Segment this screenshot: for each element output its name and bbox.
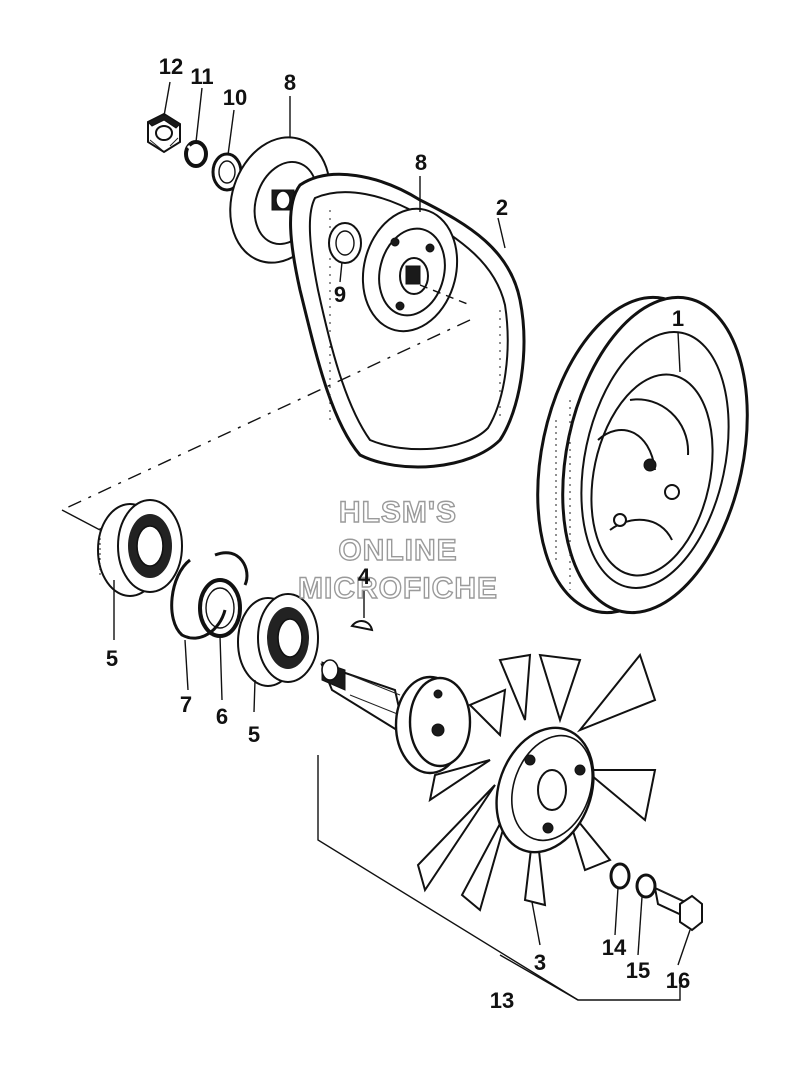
callout-5-right: 5 bbox=[248, 722, 260, 747]
callout-labels: 12 11 10 8 8 2 9 1 4 5 7 6 5 3 14 15 16 … bbox=[106, 54, 690, 1013]
fan-hub-flange[interactable] bbox=[394, 675, 472, 775]
callout-5-left: 5 bbox=[106, 646, 118, 671]
callout-9: 9 bbox=[334, 282, 346, 307]
callout-4: 4 bbox=[358, 564, 371, 589]
callout-7: 7 bbox=[180, 692, 192, 717]
callout-10: 10 bbox=[223, 85, 247, 110]
part-6-spacer-ring[interactable] bbox=[198, 578, 242, 638]
part-12-hex-nut[interactable] bbox=[147, 112, 181, 154]
part-16-bolt[interactable] bbox=[653, 886, 703, 932]
watermark-line-1: HLSM'S bbox=[339, 496, 457, 529]
part-5-bearing-right[interactable] bbox=[237, 593, 319, 687]
watermark: HLSM'S ONLINE MICROFICHE bbox=[297, 495, 498, 605]
part-5-bearing-left[interactable] bbox=[97, 499, 183, 597]
part-1-drive-pulley[interactable] bbox=[511, 280, 775, 630]
callout-14: 14 bbox=[602, 935, 627, 960]
part-9-spacer[interactable] bbox=[328, 222, 362, 264]
part-14-flat-washer[interactable] bbox=[609, 862, 631, 890]
callout-6: 6 bbox=[216, 704, 228, 729]
callout-8-front: 8 bbox=[415, 150, 427, 175]
part-15-lock-washer[interactable] bbox=[635, 873, 657, 899]
leader-lines bbox=[113, 81, 691, 966]
callout-2: 2 bbox=[496, 195, 508, 220]
part-8-pulley-half-front[interactable] bbox=[350, 199, 469, 342]
callout-1: 1 bbox=[672, 306, 684, 331]
callout-8-rear: 8 bbox=[284, 70, 296, 95]
callout-12: 12 bbox=[159, 54, 183, 79]
part-4-woodruff-key[interactable] bbox=[350, 620, 374, 632]
fan-shaft[interactable] bbox=[320, 659, 407, 738]
callout-3: 3 bbox=[534, 950, 546, 975]
callout-11: 11 bbox=[190, 64, 213, 89]
callout-16: 16 bbox=[666, 968, 690, 993]
watermark-line-3: MICROFICHE bbox=[298, 572, 498, 605]
callout-15: 15 bbox=[626, 958, 650, 983]
part-11-lock-washer[interactable] bbox=[184, 140, 208, 168]
watermark-line-2: ONLINE bbox=[338, 534, 457, 567]
callout-13: 13 bbox=[490, 988, 514, 1013]
part-3-cooling-fan[interactable] bbox=[416, 652, 657, 912]
